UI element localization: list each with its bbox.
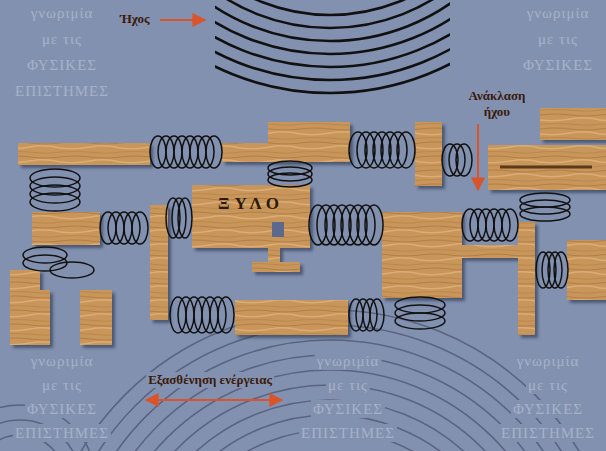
wood-blocks-part	[567, 240, 606, 300]
spring-coils-part	[502, 209, 518, 241]
watermark-text: ΦΥΣΙΚΕΣ	[311, 400, 385, 418]
watermark-text: ΕΠΙΣΤΗΜΕΣ	[13, 424, 111, 442]
sound-label: Ήχος	[118, 11, 151, 27]
spring-coils-part	[268, 167, 312, 181]
energy-arrows	[146, 20, 478, 400]
bottom-waves-part	[145, 415, 515, 451]
spring-coils-part	[520, 207, 570, 221]
sound-waves-part	[215, 0, 450, 41]
watermark-text: ΦΥΣΙΚΕΣ	[25, 56, 99, 74]
watermark-text: με τις	[40, 376, 84, 394]
sound-waves-part	[215, 0, 450, 67]
spring-coils-part	[357, 205, 375, 245]
spring-coils-part	[554, 252, 568, 288]
spring-coils-part	[132, 212, 148, 244]
sound-waves-part	[215, 0, 450, 15]
watermark-text: με τις	[40, 30, 84, 48]
spring-coils-part	[30, 185, 80, 203]
wood-blocks-part	[488, 145, 606, 190]
bottom-waves-part	[100, 370, 560, 451]
watermark-text: με τις	[326, 376, 370, 394]
spring-coils-part	[268, 173, 312, 187]
spring-coils-part	[370, 299, 384, 331]
spring-coils-part	[206, 136, 222, 168]
watermark-text: ΦΥΣΙΚΕΣ	[521, 56, 595, 74]
spring-coils-part	[397, 132, 415, 168]
spring-coils-part	[218, 297, 234, 333]
watermark-text: γνωριμία	[29, 4, 96, 22]
watermark-text: ΦΥΣΙΚΕΣ	[25, 400, 99, 418]
watermark-text: γνωριμία	[29, 352, 96, 370]
attenuation-label: Εξασθένηση ενέργειας	[146, 372, 274, 388]
spring-coils-part	[449, 144, 465, 176]
energy-arrows-part	[146, 399, 282, 401]
watermark-text: γνωριμία	[515, 352, 582, 370]
spring-coils-part	[548, 252, 562, 288]
spring-coils-part	[30, 193, 80, 211]
wood-blocks-part	[18, 143, 150, 165]
energy-arrows-part	[160, 19, 205, 21]
wood-block: ΞΥΛΟ	[192, 187, 310, 220]
spring-coils-part	[456, 144, 472, 176]
wood-details-part	[272, 222, 284, 237]
sound-waves-part	[215, 0, 450, 80]
wood-blocks-part	[222, 122, 350, 162]
energy-arrows-part	[477, 124, 479, 190]
bottom-waves-part	[130, 400, 530, 451]
watermark-text: ΕΠΙΣΤΗΜΕΣ	[13, 82, 111, 100]
sound-waves-part	[215, 0, 450, 93]
watermark-text: ΕΠΙΣΤΗΜΕΣ	[499, 424, 597, 442]
wood-blocks-part	[150, 205, 168, 320]
bottom-waves-part	[115, 385, 545, 451]
wood-blocks	[10, 108, 606, 345]
wood-blocks-part	[540, 108, 606, 140]
sound-waves	[215, 0, 450, 93]
watermark-text: με τις	[526, 376, 570, 394]
spring-coils-part	[178, 198, 192, 238]
watermark-text: γνωριμία	[315, 352, 382, 370]
watermark-text: ΦΥΣΙΚΕΣ	[511, 400, 585, 418]
wood-blocks-part	[382, 212, 462, 298]
wood-blocks-part	[235, 300, 348, 335]
watermark-text: με τις	[536, 30, 580, 48]
sound-waves-part	[215, 0, 450, 54]
wood-blocks-part	[192, 185, 310, 272]
bottom-waves-part	[55, 325, 605, 451]
wood-blocks-part	[462, 245, 518, 258]
wood-blocks-part	[10, 270, 50, 345]
spring-coils-part	[172, 198, 186, 238]
wood-blocks-part	[32, 212, 100, 245]
spring-coils-part	[395, 313, 445, 329]
spring-coils-part	[365, 205, 383, 245]
spring-coils-part	[50, 262, 94, 278]
material-name: ΞΥΛΟ	[218, 194, 284, 214]
watermark-text: γνωριμία	[525, 4, 592, 22]
watermark-text: ΕΠΙΣΤΗΜΕΣ	[299, 424, 397, 442]
wood-blocks-part	[518, 222, 535, 335]
wood-blocks-part	[80, 290, 112, 345]
spring-coils	[23, 132, 570, 333]
spring-coils-part	[389, 132, 407, 168]
reflection-label: Ανάκλαση ήχου	[457, 88, 537, 119]
wood-blocks-part	[415, 122, 442, 186]
wood-details	[272, 167, 592, 237]
wood-details-part	[500, 166, 592, 169]
